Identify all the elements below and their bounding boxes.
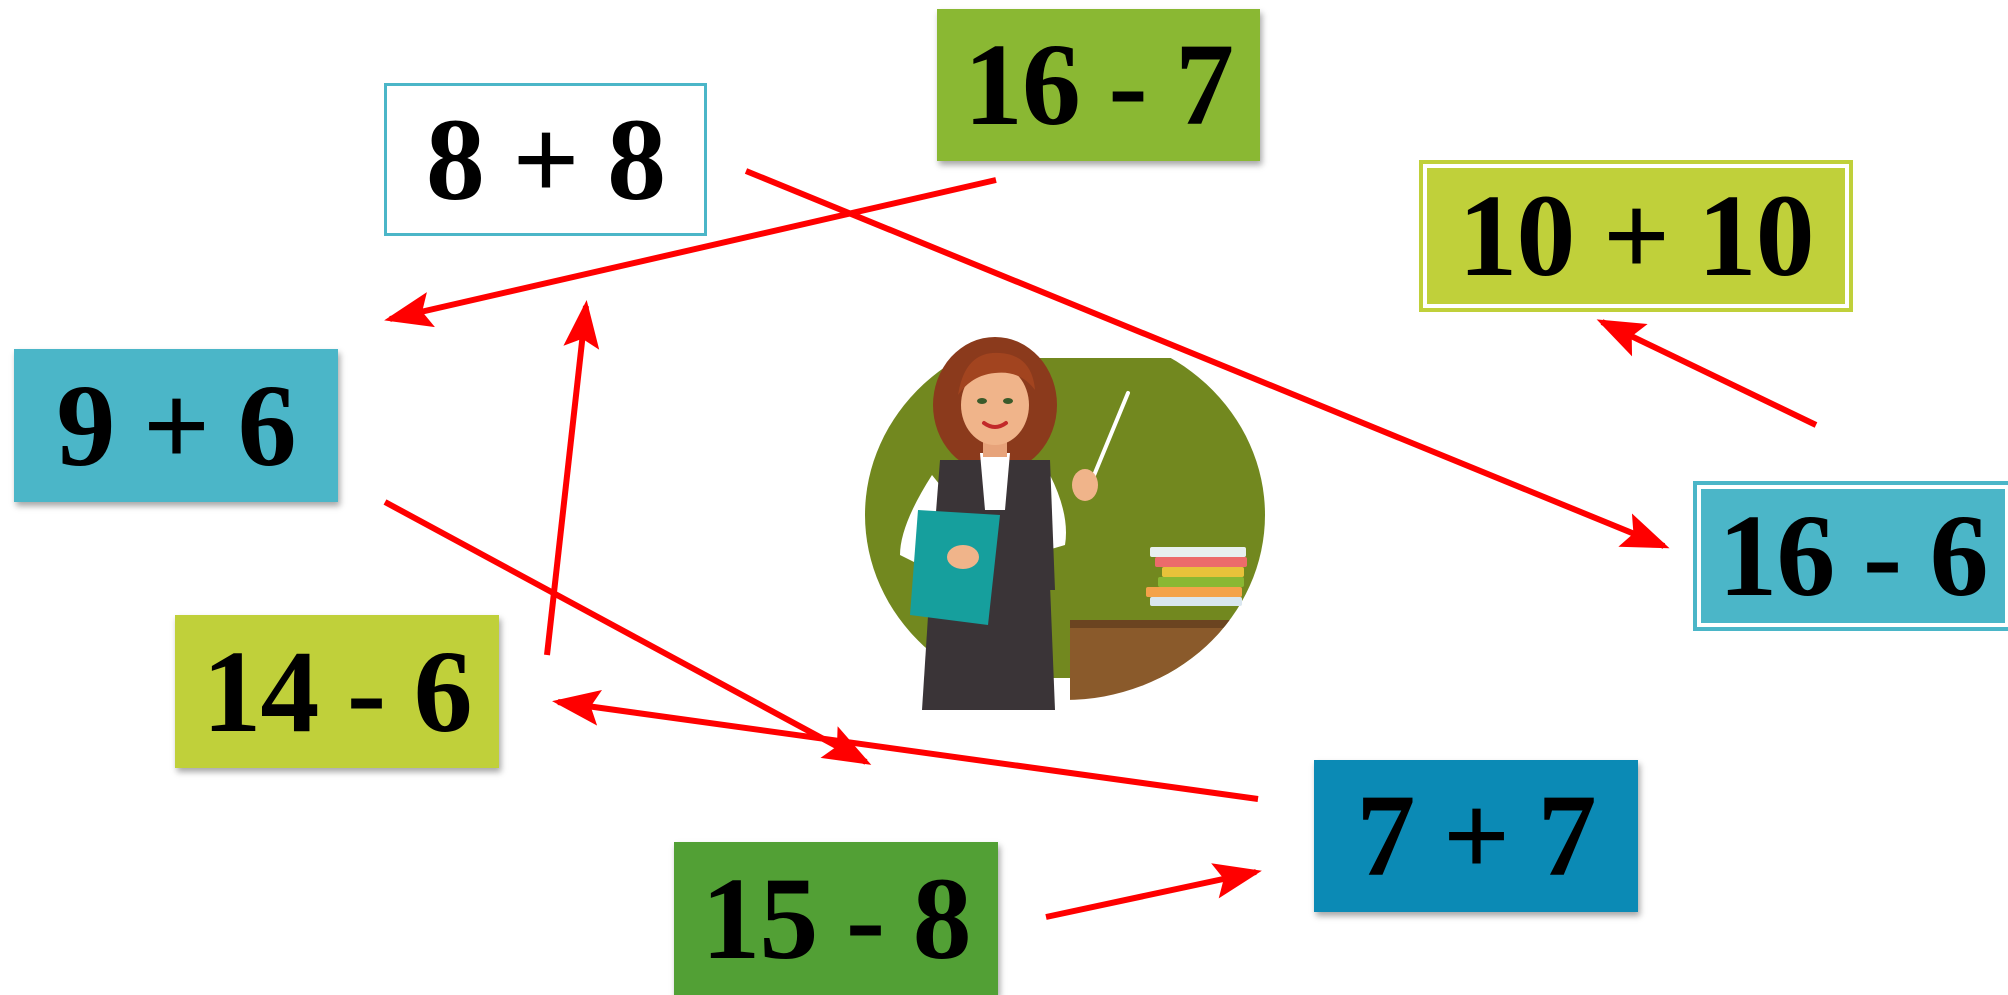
card-expression: 16 - 6 bbox=[1718, 490, 1988, 621]
arrow-8-plus-8-to-16-minus-6 bbox=[744, 168, 1670, 549]
arrow-7-plus-7-to-14-minus-6 bbox=[552, 689, 1259, 802]
card-7-plus-7: 7 + 7 bbox=[1314, 760, 1638, 912]
card-expression: 8 + 8 bbox=[425, 93, 666, 225]
card-14-minus-6: 14 - 6 bbox=[175, 615, 499, 768]
teacher-icon bbox=[900, 337, 1098, 710]
arrow-9-plus-6-to-15-minus-8 bbox=[383, 499, 872, 765]
card-9-plus-6: 9 + 6 bbox=[14, 349, 338, 502]
teacher-illustration bbox=[865, 335, 1265, 710]
card-expression: 16 - 7 bbox=[963, 19, 1234, 150]
books-icon bbox=[1146, 547, 1247, 606]
card-expression: 9 + 6 bbox=[56, 359, 296, 491]
card-expression: 14 - 6 bbox=[202, 625, 472, 757]
arrow-16-minus-6-to-10-plus-10 bbox=[1596, 319, 1818, 428]
arrow-15-minus-8-to-7-plus-7 bbox=[1045, 863, 1262, 920]
arrow-14-minus-6-to-8-plus-8 bbox=[544, 300, 600, 656]
card-8-plus-8: 8 + 8 bbox=[384, 83, 707, 236]
card-16-minus-7: 16 - 7 bbox=[937, 9, 1260, 161]
card-15-minus-8: 15 - 8 bbox=[674, 842, 998, 995]
card-expression: 15 - 8 bbox=[701, 852, 971, 984]
card-10-plus-10: 10 + 10 bbox=[1419, 160, 1853, 312]
card-expression: 7 + 7 bbox=[1356, 770, 1596, 901]
pointer-icon bbox=[1088, 391, 1130, 487]
card-expression: 10 + 10 bbox=[1458, 170, 1814, 301]
card-16-minus-6: 16 - 6 bbox=[1693, 481, 2008, 631]
arrow-16-minus-7-to-9-plus-6 bbox=[384, 177, 997, 328]
